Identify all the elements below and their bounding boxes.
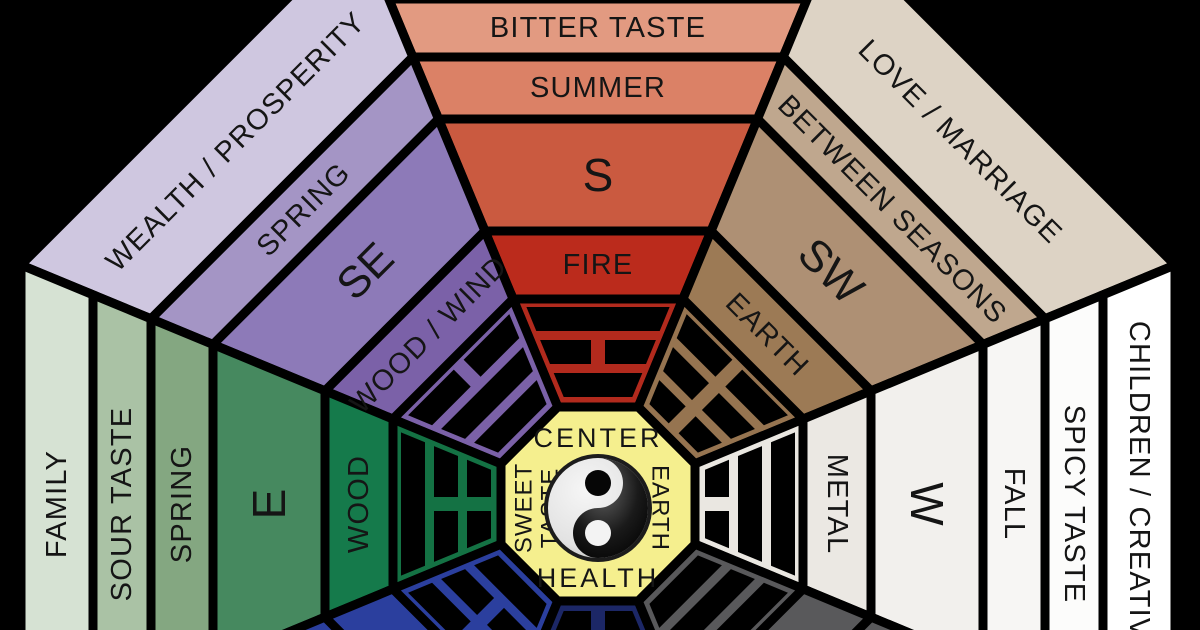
label-w-taste: SPICY TASTE: [1058, 405, 1090, 604]
label-w-season: FALL: [998, 468, 1030, 541]
label-s-element: FIRE: [563, 249, 634, 281]
trigram-li-line-broken: [540, 340, 591, 364]
label-w-element: METAL: [821, 454, 853, 555]
trigram-gen-line-broken: [441, 569, 495, 615]
trigram-xun-line-broken: [408, 369, 471, 426]
trigram-zhen-line-broken: [434, 446, 458, 497]
trigram-gen-line-broken: [408, 582, 471, 630]
label-e-taste: SOUR TASTE: [106, 407, 138, 602]
trigram-dui-line-solid: [738, 446, 762, 562]
label-w-direction: W: [901, 482, 953, 526]
sector-e-band-life: [16, 258, 98, 630]
trigram-qian-line-solid: [649, 555, 722, 628]
label-e-element: WOOD: [343, 455, 375, 553]
label-s-season: SUMMER: [530, 72, 666, 104]
trigram-kun-line-broken: [701, 393, 755, 439]
label-e-season: SPRING: [166, 445, 198, 563]
trigram-dui-line-solid: [771, 432, 795, 576]
label-e-life: FAMILY: [41, 450, 73, 558]
trigram-xun-line-broken: [463, 314, 520, 377]
trigram-zhen-line-broken: [467, 459, 491, 497]
trigram-kun-line-broken: [678, 416, 722, 453]
trigram-gen-line-broken: [487, 607, 527, 630]
trigram-kun-line-broken: [676, 314, 733, 377]
label-w-life: CHILDREN / CREATIVITY: [1123, 321, 1155, 630]
trigram-zhen-line-broken: [434, 511, 458, 562]
sector-e-band-direction: [208, 337, 330, 630]
trigram-gen-line-solid: [474, 555, 547, 628]
trigram-dui-line-broken: [705, 511, 729, 549]
trigram-li-line-solid: [553, 373, 643, 397]
trigram-kan-line-broken: [605, 611, 641, 630]
trigram-zhen-line-solid: [401, 432, 425, 576]
trigram-zhen-line-broken: [467, 511, 491, 549]
trigram-qian-line-solid: [716, 582, 788, 630]
trigram-kun-line-broken: [649, 380, 686, 424]
trigram-li-line-solid: [526, 307, 670, 331]
sector-ne-band-element: [317, 583, 441, 630]
label-e-direction: E: [243, 489, 295, 520]
trigram-xun-line-solid: [441, 347, 533, 439]
label-health: HEALTH: [537, 563, 660, 593]
trigram-dui-line-broken: [705, 459, 729, 497]
label-sweet: SWEET: [511, 463, 538, 553]
trigram-xun-line-solid: [474, 380, 547, 453]
trigram-kun-line-broken: [663, 347, 709, 401]
label-s-taste: BITTER TASTE: [490, 12, 706, 44]
label-s-direction: S: [583, 149, 614, 201]
yin-yang-symbol: [544, 454, 652, 562]
trigram-kan-line-broken: [555, 611, 591, 630]
trigram-qian-line-solid: [670, 569, 755, 630]
trigram-li-line-broken: [605, 340, 656, 364]
label-center: CENTER: [533, 423, 662, 453]
trigram-kun-line-broken: [725, 369, 788, 426]
